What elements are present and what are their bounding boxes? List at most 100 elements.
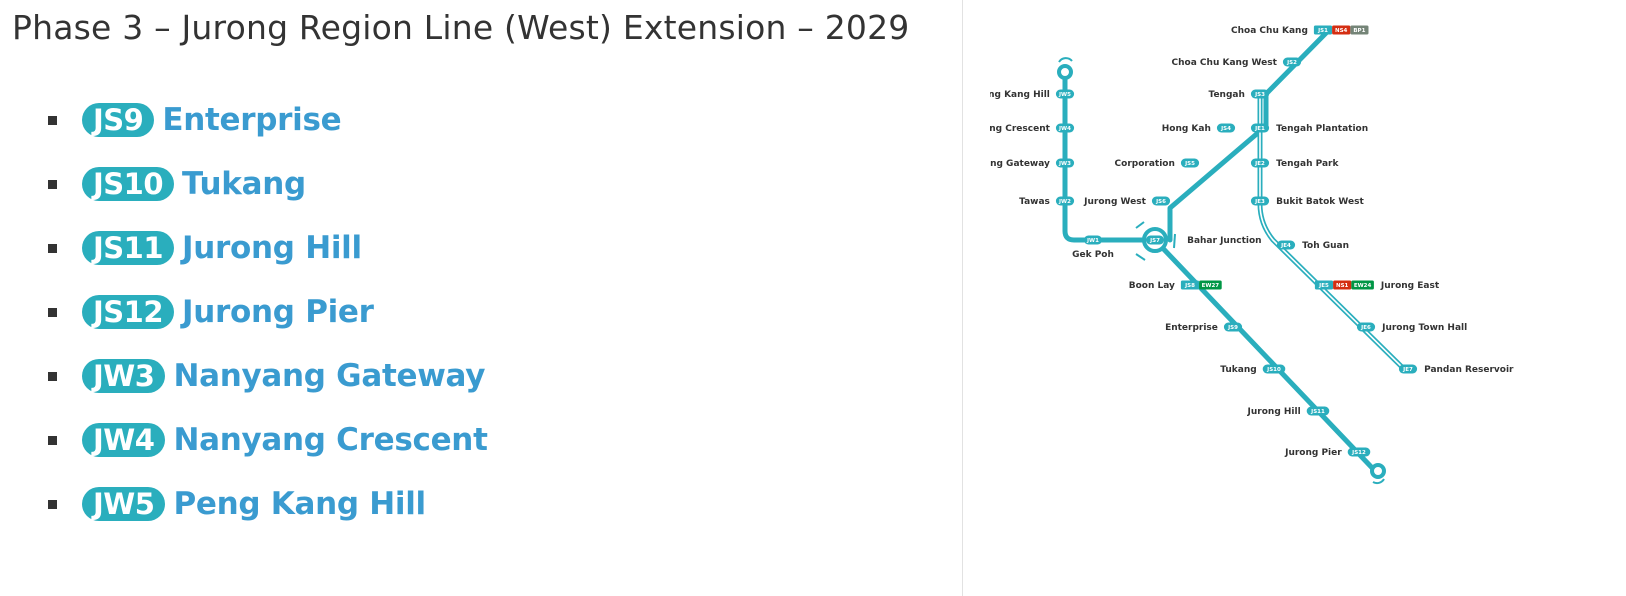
station-code-text: JW1 [1086,238,1099,244]
station-name-label: Boon Lay [1129,281,1175,291]
station-name-link[interactable]: Nanyang Crescent [173,422,488,458]
station-code-pill [1180,280,1200,290]
station-code-text: JS2 [1286,60,1297,66]
terminal-markers [1057,57,1386,485]
station-name-link[interactable]: Jurong Pier [182,294,374,330]
station-name-label: Jurong Hill [1247,407,1301,417]
station-code-pill [1055,158,1075,168]
station-code-pill [1350,25,1369,35]
west-branch-track [1062,75,1158,243]
loop-arrow-icon [1058,57,1073,63]
station-code-text: JS1 [1317,28,1328,34]
station-code-text: JE5 [1318,283,1329,289]
station-name-link[interactable]: Nanyang Gateway [173,358,486,394]
station-code-text: BP1 [1353,28,1365,34]
bullet-icon [48,116,57,125]
station-code-pill [1262,364,1286,374]
station-code-text: JW3 [1058,161,1071,167]
station-code-pill [1250,158,1270,168]
station-code-pill [1083,235,1103,245]
station-code-pill [1055,123,1075,133]
station-name-link[interactable]: Enterprise [162,102,342,138]
station-code-badge: JS12 [82,295,175,329]
station-name-link[interactable]: Tukang [182,166,306,202]
station-code-pill [1314,280,1334,290]
station-name-label: Tengah Plantation [1276,124,1368,134]
station-name-label: Tukang [1220,365,1256,375]
station-code-badge: JW5 [82,487,166,521]
station-code-text: JS12 [1351,450,1366,456]
station-code-pill [1250,196,1270,206]
bullet-icon [48,180,57,189]
station-code-pill [1332,25,1351,35]
station-name-label: Hong Kah [1162,124,1211,134]
station-code-pill [1223,322,1243,332]
direction-arrow-icon [1173,233,1176,249]
station-name-label: Tengah [1209,90,1245,100]
station-code-pill [1145,235,1165,245]
map-station: JS5 Corporation [1115,158,1200,169]
station-code-pill [1347,447,1371,457]
station-name-label: Nanyang Gateway [990,159,1050,169]
map-station: JS10 Tukang [1220,364,1286,375]
station-code-pill [1151,196,1171,206]
station-code-text: JW5 [1058,92,1071,98]
station-code-text: JE6 [1360,325,1371,331]
station-code-pill [1055,89,1075,99]
station-code-badge: JS10 [82,167,175,201]
station-name-link[interactable]: Jurong Hill [182,230,362,266]
station-name-label: Choa Chu Kang West [1172,58,1278,68]
station-code-text: EW27 [1202,283,1220,289]
station-code-text: JE1 [1254,126,1265,132]
station-code-pill [1199,280,1222,290]
station-code-pill [1356,322,1376,332]
direction-arrow-icon [1135,221,1145,229]
station-code-pill [1055,196,1075,206]
station-code-text: JE7 [1402,367,1413,373]
main-line-track [1152,237,1381,477]
station-name-link[interactable]: Peng Kang Hill [173,486,426,522]
station-code-pill [1306,406,1330,416]
station-name-label: Bahar Junction [1187,236,1261,246]
station-name-label: Tengah Park [1276,159,1339,169]
station-code-text: JE4 [1280,243,1291,249]
station-name-label: Gek Poh [1072,250,1114,260]
map-station: JW3 Nanyang Gateway [990,158,1075,169]
station-code-text: JW2 [1058,199,1071,205]
station-code-text: JS10 [1266,367,1281,373]
station-name-label: Enterprise [1165,323,1218,333]
station-code-text: JE3 [1254,199,1265,205]
station-code-text: JS8 [1184,283,1195,289]
station-code-text: NS1 [1336,283,1349,289]
station-name-label: Jurong Town Hall [1381,323,1467,333]
station-name-label: Jurong Pier [1284,448,1342,458]
station-code-badge: JW4 [82,423,166,457]
station-code-pill [1250,123,1270,133]
station-code-text: JS3 [1254,92,1265,98]
bullet-icon [48,500,57,509]
station-code-pill [1216,123,1236,133]
station-name-label: Nanyang Crescent [990,124,1051,134]
station-code-pill [1250,89,1270,99]
station-code-text: JS5 [1184,161,1195,167]
column-divider [962,0,963,596]
station-name-label: Corporation [1115,159,1175,169]
station-name-label: Jurong East [1380,281,1440,291]
station-code-badge: JS11 [82,231,175,265]
station-code-pill [1333,280,1352,290]
station-code-pill [1282,57,1302,67]
